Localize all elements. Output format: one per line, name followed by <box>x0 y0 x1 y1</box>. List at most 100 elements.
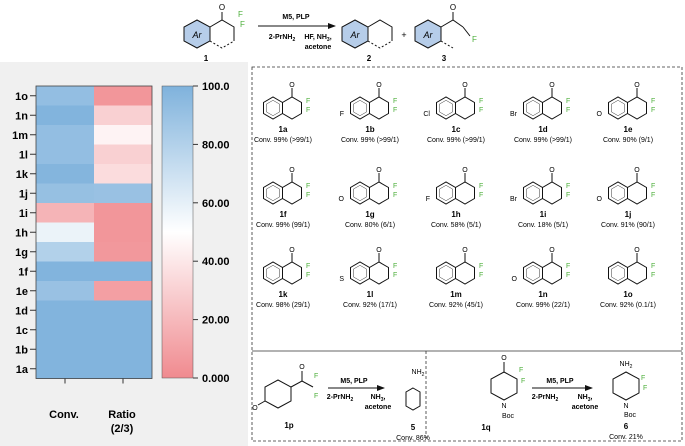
colorbar-tick-label: 100.0 <box>202 81 230 93</box>
substituent-label: O <box>597 111 603 118</box>
fluorine-label: F <box>393 107 397 114</box>
oxygen-label: O <box>450 3 456 12</box>
heatmap-cell-conv <box>36 300 94 321</box>
fluorine-label: F <box>306 272 310 279</box>
aromatic-inner <box>611 185 625 201</box>
oxygen-label: O <box>462 247 468 254</box>
byproduct-label: HF, NH3, <box>304 34 331 43</box>
reaction-1p: O O F F 1p M5, PLP 2-PrNH2 NH3, acetone … <box>252 364 430 442</box>
fluorine-label: F <box>566 263 570 270</box>
ar-label: Ar <box>350 30 361 40</box>
catalyst-label: M5, PLP <box>546 378 574 385</box>
oxygen-label: O <box>634 82 640 89</box>
heatmap-row-label: 1m <box>12 130 28 142</box>
fluorine-label: F <box>306 183 310 190</box>
oxygen-label: O <box>462 82 468 89</box>
catalyst-label: M5, PLP <box>282 14 310 21</box>
compound-conversion: Conv. 92% (45/1) <box>429 302 483 309</box>
heatmap-cell-conv <box>36 125 94 145</box>
oxygen-label: O <box>549 247 555 254</box>
compound-id: 1c <box>452 125 461 134</box>
oxygen-label: O <box>219 3 225 12</box>
product-5-conversion: Conv. 86% <box>396 435 430 442</box>
heatmap-cell-ratio <box>94 86 152 106</box>
heatmap-row-label: 1f <box>18 266 28 278</box>
compound-1p-label: 1p <box>284 421 293 430</box>
heatmap-row-label: 1j <box>19 188 28 200</box>
aromatic-inner <box>611 100 625 116</box>
compound-id: 1l <box>367 290 374 299</box>
compound-id: 1k <box>279 290 288 299</box>
oxygen-label: O <box>289 167 295 174</box>
heatmap-row-label: 1c <box>16 325 28 337</box>
compound-id: 1m <box>450 290 462 299</box>
oxygen-label: O <box>289 247 295 254</box>
fused-ring <box>542 261 562 285</box>
heatmap-cell-conv <box>36 261 94 282</box>
fluorine-label: F <box>519 367 523 374</box>
compound-id: 1f <box>279 210 286 219</box>
aromatic-inner <box>266 265 280 281</box>
fluorine-label: F <box>238 10 243 19</box>
compound-conversion: Conv. 98% (29/1) <box>256 302 310 309</box>
aromatic-inner <box>439 185 453 201</box>
fluorine-label: F <box>479 98 483 105</box>
aromatic-inner <box>611 265 625 281</box>
fluorine-label: F <box>479 107 483 114</box>
fluorine-label: F <box>393 263 397 270</box>
heatmap-cell-ratio <box>94 281 152 301</box>
substituent-label: O <box>597 196 603 203</box>
fluorine-label: F <box>566 183 570 190</box>
product-5-label: 5 <box>411 423 416 432</box>
fused-ring <box>455 261 475 285</box>
ammonia-label: NH3, <box>578 394 593 403</box>
colorbar-tick-label: 0.000 <box>202 373 230 385</box>
fluorine-label: F <box>643 385 647 392</box>
fluorine-label: F <box>651 192 655 199</box>
heatmap-cell-conv <box>36 320 94 340</box>
fluorine-label: F <box>472 35 477 44</box>
solvent-label: acetone <box>572 404 599 411</box>
conv-column-label: Conv. <box>49 409 79 421</box>
product-6-conversion: Conv. 21% <box>609 434 643 441</box>
solvent-label: acetone <box>365 404 392 411</box>
fused-ring <box>282 181 302 205</box>
heatmap-cell-ratio <box>94 203 152 223</box>
compound-2-label: 2 <box>367 54 372 63</box>
heatmap-cell-ratio <box>94 105 152 126</box>
substituent-label: Br <box>510 111 518 118</box>
heatmap-cell-ratio <box>94 339 152 360</box>
fluorine-label: F <box>306 107 310 114</box>
substituent-label: F <box>340 111 344 118</box>
compound-id: 1n <box>538 290 547 299</box>
heatmap-cell-ratio <box>94 300 152 321</box>
aromatic-inner <box>353 100 367 116</box>
fluorine-label: F <box>651 183 655 190</box>
compound-conversion: Conv. 99% (22/1) <box>516 302 570 309</box>
colorbar-tick-label: 80.00 <box>202 139 230 151</box>
heatmap-cell-conv <box>36 242 94 262</box>
substituent-label: Cl <box>423 111 430 118</box>
oxygen-label: O <box>549 82 555 89</box>
substituent-label: O <box>512 276 518 283</box>
oxygen-label: O <box>634 247 640 254</box>
heatmap-cell-ratio <box>94 125 152 145</box>
heatmap-row-label: 1o <box>15 91 28 103</box>
solvent-label: acetone <box>305 44 332 51</box>
substrate-1: Ar O F F 1 <box>183 3 245 63</box>
reaction-scheme: Ar O F F 1 M5, PLP 2-PrNH2 HF, NH3, acet… <box>183 3 477 63</box>
fluorine-label: F <box>651 98 655 105</box>
fluorine-label: F <box>479 192 483 199</box>
oxygen-label: O <box>501 355 507 362</box>
